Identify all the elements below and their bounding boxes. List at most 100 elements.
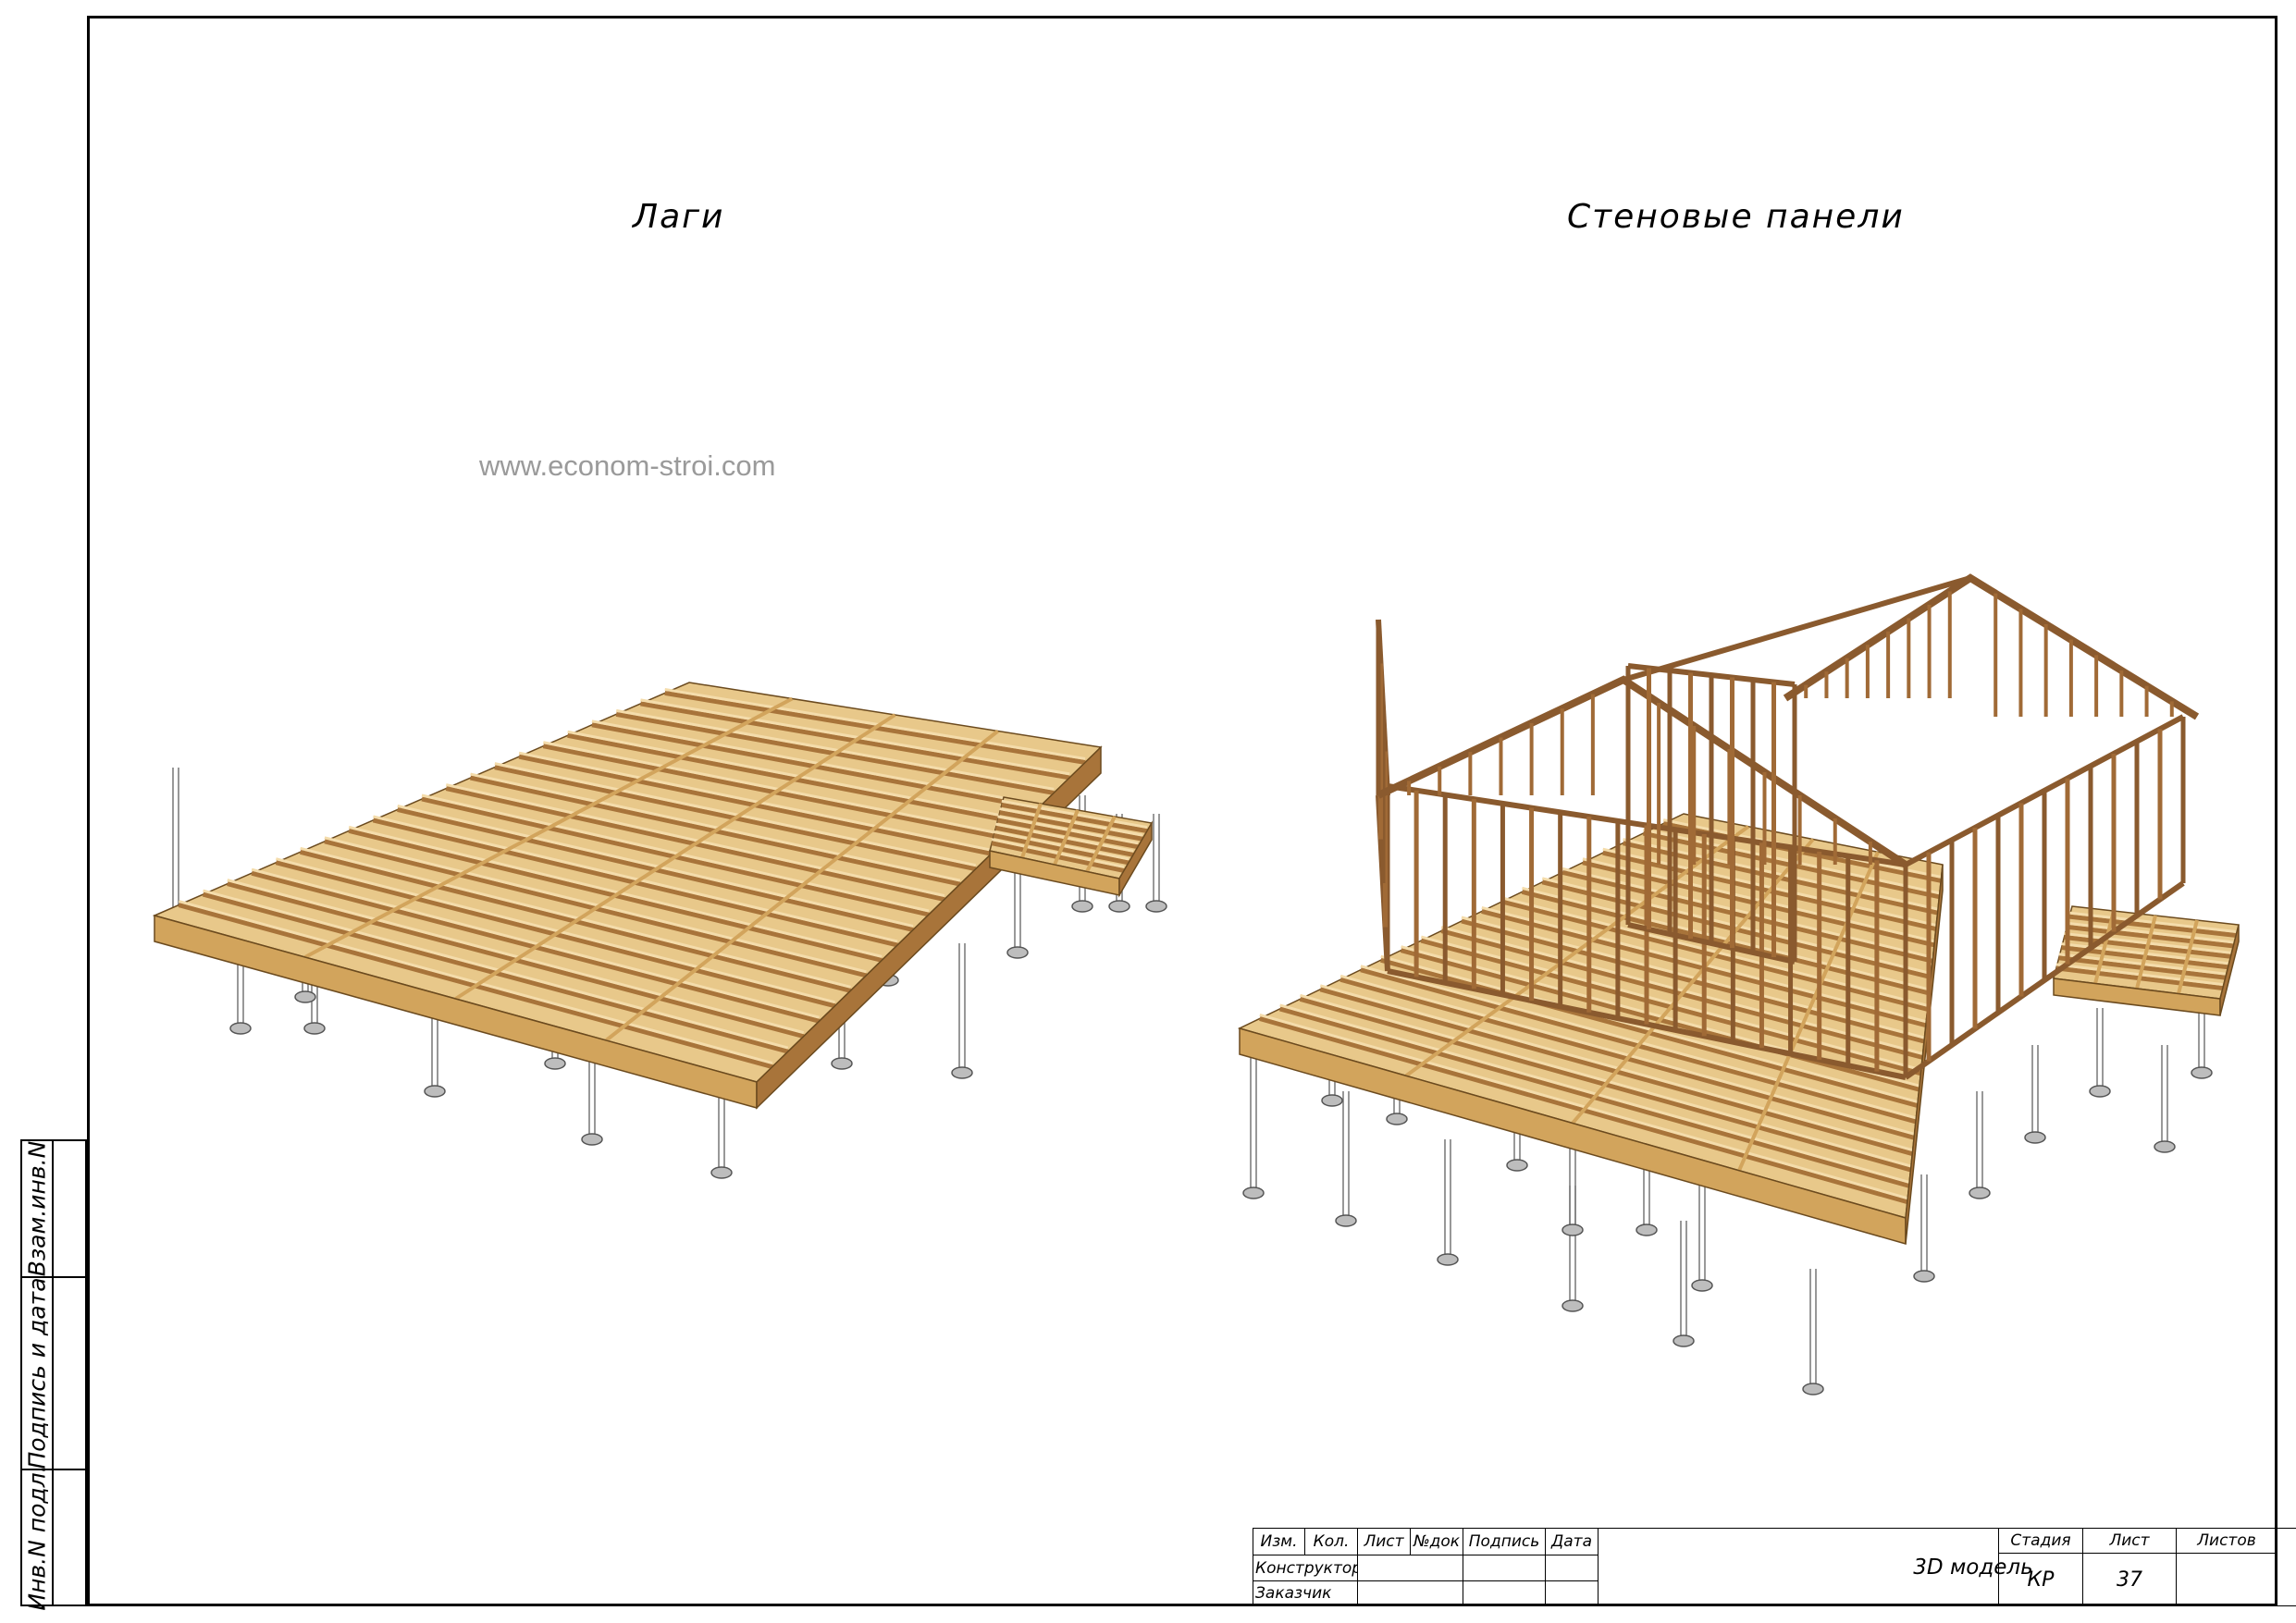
tb-customer-name bbox=[1357, 1580, 1463, 1606]
tb-designer-name bbox=[1357, 1555, 1463, 1581]
joist-highlight bbox=[227, 879, 805, 1035]
tb-header-ndok: №док bbox=[1410, 1528, 1463, 1555]
joist-highlight bbox=[324, 836, 867, 974]
tb-role-designer: Конструктор bbox=[1253, 1555, 1358, 1581]
pile-helix bbox=[1691, 1279, 1713, 1292]
girder bbox=[2135, 915, 2157, 990]
joist-highlight bbox=[300, 846, 851, 989]
joist-highlight bbox=[348, 825, 883, 958]
tb-header-izm: Изм. bbox=[1253, 1528, 1305, 1555]
pile-helix bbox=[1969, 1187, 1991, 1199]
joist-highlight bbox=[1300, 993, 1911, 1168]
view-title-wall-panels: Стеновые панели bbox=[1567, 198, 1905, 236]
side-label-replace: Взам.инв.N bbox=[23, 1140, 51, 1277]
side-cell-signature: Подпись и дата bbox=[20, 1276, 87, 1470]
joist-highlight bbox=[470, 772, 961, 882]
tb-header-date: Дата bbox=[1545, 1528, 1599, 1555]
tb-designer-signature bbox=[1463, 1555, 1546, 1581]
girder bbox=[1737, 851, 1880, 1172]
pile-helix bbox=[229, 1022, 252, 1035]
girder bbox=[2177, 919, 2199, 994]
joist-highlight bbox=[1541, 877, 1932, 976]
tb-stage-value: КР bbox=[1998, 1553, 2083, 1606]
watermark: www.econom-stroi.com bbox=[479, 449, 776, 482]
tb-sheet-value: 37 bbox=[2082, 1553, 2177, 1606]
pile-helix bbox=[1562, 1223, 1584, 1236]
joist-highlight bbox=[1501, 896, 1929, 1007]
tb-stage-label: Стадия bbox=[1998, 1528, 2083, 1554]
pile-helix bbox=[1437, 1253, 1459, 1266]
tb-header-signature: Подпись bbox=[1463, 1528, 1546, 1555]
joist-highlight bbox=[640, 698, 1070, 776]
side-stamp: Взам.инв.N Подпись и дата Инв.N подл. bbox=[20, 1139, 87, 1610]
tb-role-customer: Заказчик bbox=[1253, 1580, 1358, 1606]
drawing-frame bbox=[87, 16, 2277, 1606]
pile-helix bbox=[1242, 1187, 1265, 1199]
joist-highlight bbox=[1360, 965, 1917, 1120]
rim-side bbox=[1118, 820, 1153, 898]
girder bbox=[1020, 803, 1043, 859]
pile-helix bbox=[1145, 900, 1167, 913]
pile-helix bbox=[1108, 900, 1130, 913]
joist-highlight bbox=[1380, 954, 1919, 1103]
joist-highlight bbox=[1259, 1014, 1908, 1200]
pile-helix bbox=[1506, 1159, 1528, 1172]
ridge bbox=[1623, 575, 1971, 682]
pile-helix bbox=[1562, 1299, 1584, 1312]
joist-highlight bbox=[275, 857, 835, 1004]
tb-designer-date bbox=[1545, 1555, 1599, 1581]
tb-sheets-label: Листов bbox=[2176, 1528, 2277, 1554]
rim-side bbox=[2219, 924, 2240, 1016]
tb-drawing-title: 3D модель bbox=[1598, 1528, 2296, 1606]
pile-helix bbox=[1636, 1223, 1658, 1236]
tb-sheets-value bbox=[2176, 1553, 2277, 1606]
pile-helix bbox=[2024, 1131, 2046, 1144]
pile-helix bbox=[581, 1133, 603, 1146]
joist-highlight bbox=[203, 889, 789, 1050]
pile-helix bbox=[544, 1057, 566, 1070]
view-title-joists: Лаги bbox=[633, 198, 725, 236]
joist-highlight bbox=[421, 793, 930, 913]
pile-helix bbox=[710, 1166, 733, 1179]
joist-highlight bbox=[251, 867, 821, 1019]
tb-sheet-label: Лист bbox=[2082, 1528, 2177, 1554]
joist-highlight bbox=[1319, 984, 1913, 1151]
joist-highlight bbox=[397, 804, 914, 928]
pile-helix bbox=[1802, 1383, 1824, 1396]
joist-highlight bbox=[1339, 974, 1915, 1136]
title-block: Изм. Кол. Лист №док Подпись Дата Констру… bbox=[1253, 1528, 2296, 1606]
pile-helix bbox=[1071, 900, 1093, 913]
joist-highlight bbox=[178, 900, 773, 1064]
girder bbox=[454, 713, 896, 1001]
side-cell-replace: Взам.инв.N bbox=[20, 1139, 87, 1278]
side-label-signature: Подпись и дата bbox=[23, 1277, 51, 1469]
pile-helix bbox=[1006, 946, 1029, 959]
pile-helix bbox=[1321, 1094, 1343, 1107]
pile-helix bbox=[424, 1085, 446, 1098]
pile-helix bbox=[831, 1057, 853, 1070]
joist-highlight bbox=[518, 751, 992, 852]
joist-highlight bbox=[1562, 867, 1933, 959]
joist-highlight bbox=[373, 815, 898, 943]
pile-helix bbox=[951, 1066, 973, 1079]
pile-helix bbox=[2089, 1085, 2111, 1098]
pile-helix bbox=[294, 990, 316, 1003]
pile-helix bbox=[1335, 1214, 1357, 1227]
girder bbox=[1053, 809, 1080, 866]
joist-highlight bbox=[494, 762, 977, 867]
tb-header-list: Лист bbox=[1357, 1528, 1411, 1555]
joist-highlight bbox=[543, 741, 1007, 837]
pile-helix bbox=[1386, 1113, 1408, 1125]
tb-header-kol: Кол. bbox=[1304, 1528, 1358, 1555]
girder bbox=[1085, 816, 1117, 873]
joist-highlight bbox=[1279, 1003, 1910, 1184]
pile-helix bbox=[1673, 1334, 1695, 1347]
tb-customer-date bbox=[1545, 1580, 1599, 1606]
joist-highlight bbox=[567, 730, 1023, 821]
joist-highlight bbox=[664, 687, 1086, 760]
pile-helix bbox=[2191, 1066, 2213, 1079]
tb-customer-signature bbox=[1463, 1580, 1546, 1606]
joist-highlight bbox=[445, 783, 945, 898]
